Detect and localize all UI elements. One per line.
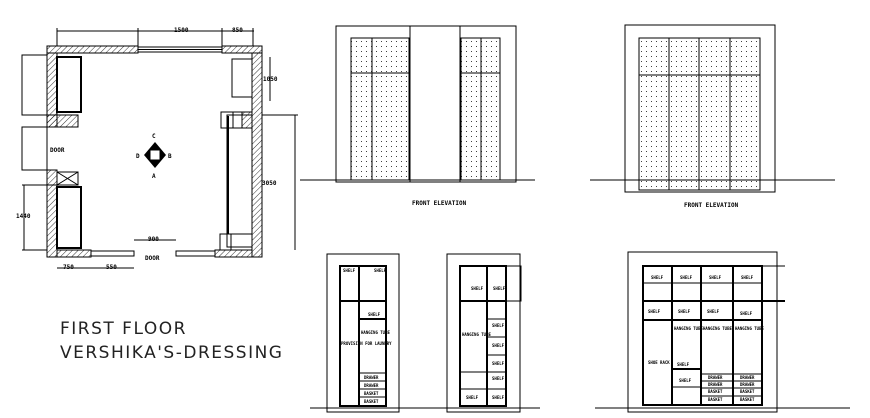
dim-850: 850 — [232, 27, 243, 34]
dim-1440: 1440 — [16, 213, 31, 220]
svg-text:HANGING TUBE: HANGING TUBE — [361, 330, 390, 335]
left-upper-box — [21, 54, 48, 116]
svg-text:BASKET: BASKET — [708, 397, 723, 402]
front-elevation-right: FRONT ELEVATION — [590, 24, 835, 209]
svg-text:SHELF: SHELF — [680, 275, 693, 280]
svg-text:BASKET: BASKET — [740, 389, 755, 394]
front-elevation-label-left: FRONT ELEVATION — [412, 200, 467, 207]
svg-text:SHELF: SHELF — [677, 362, 690, 367]
dim-550: 550 — [106, 264, 117, 271]
internal-elevation-left: SHELF SHELF SHELF HANGING TUBE PROVISION… — [310, 253, 540, 413]
svg-text:BASKET: BASKET — [364, 391, 379, 396]
dim-1500: 1500 — [174, 27, 189, 34]
svg-text:SHOE RACK: SHOE RACK — [648, 360, 670, 365]
svg-text:SHELF: SHELF — [492, 395, 505, 400]
svg-text:SHELF: SHELF — [492, 376, 505, 381]
svg-text:SHELF: SHELF — [343, 268, 356, 273]
floor-plan: DOOR 1500 850 1050 3050 1440 750 550 — [16, 27, 298, 271]
svg-text:HANGING TUBE: HANGING TUBE — [462, 332, 491, 337]
door-left-label: DOOR — [50, 147, 65, 154]
dim-1050: 1050 — [263, 76, 278, 83]
wardrobe-right — [226, 114, 253, 248]
svg-text:SHELF: SHELF — [492, 323, 505, 328]
svg-text:DRAWER: DRAWER — [364, 375, 379, 380]
svg-text:SHELF: SHELF — [466, 395, 479, 400]
svg-text:PROVISION FOR LAUNDRY: PROVISION FOR LAUNDRY — [341, 341, 392, 346]
svg-text:SHELF: SHELF — [648, 309, 661, 314]
compass-icon: C A D B — [136, 133, 172, 180]
svg-text:DRAWER: DRAWER — [740, 382, 755, 387]
door-left-leaf — [21, 126, 48, 171]
door-bottom-label: DOOR — [145, 255, 160, 262]
dimensions: 1500 850 1050 3050 1440 750 550 900 — [16, 27, 298, 271]
svg-text:HANGING TUBE: HANGING TUBE — [703, 326, 732, 331]
svg-text:SHELF: SHELF — [374, 268, 387, 273]
svg-text:C: C — [152, 133, 156, 140]
svg-text:SHELF: SHELF — [651, 275, 664, 280]
svg-text:DRAWER: DRAWER — [364, 383, 379, 388]
svg-text:D: D — [136, 153, 140, 160]
svg-text:SHELF: SHELF — [709, 275, 722, 280]
svg-text:BASKET: BASKET — [740, 397, 755, 402]
svg-text:SHELF: SHELF — [678, 309, 691, 314]
svg-text:DRAWER: DRAWER — [708, 382, 723, 387]
dim-750: 750 — [63, 264, 74, 271]
svg-text:SHELF: SHELF — [740, 311, 753, 316]
svg-text:DRAWER: DRAWER — [740, 375, 755, 380]
svg-text:SHELF: SHELF — [492, 361, 505, 366]
wardrobe-left-lower — [56, 186, 82, 249]
svg-text:DRAWER: DRAWER — [708, 375, 723, 380]
dim-900: 900 — [148, 236, 159, 243]
svg-text:SHELF: SHELF — [679, 378, 692, 383]
svg-text:SHELF: SHELF — [471, 286, 484, 291]
front-elevation-label-right: FRONT ELEVATION — [684, 202, 739, 209]
dim-3050: 3050 — [262, 180, 277, 187]
svg-text:HANGING TUBE: HANGING TUBE — [674, 326, 703, 331]
internal-elevation-right: SHELF SHELF SHELF SHELF SHELF SHELF SHEL… — [595, 251, 850, 413]
drawing-title-line2: VERSHIKA'S-DRESSING — [60, 343, 283, 363]
drawing-title-line1: FIRST FLOOR — [60, 319, 187, 339]
wardrobe-left-upper — [56, 56, 82, 113]
svg-text:HANGING TUBE: HANGING TUBE — [735, 326, 764, 331]
svg-text:SHELF: SHELF — [368, 312, 381, 317]
svg-text:BASKET: BASKET — [708, 389, 723, 394]
svg-text:SHELF: SHELF — [707, 309, 720, 314]
right-small-unit — [231, 58, 253, 98]
svg-text:BASKET: BASKET — [364, 399, 379, 404]
svg-text:A: A — [152, 173, 156, 180]
cross-box — [56, 171, 79, 186]
svg-text:SHELF: SHELF — [493, 286, 506, 291]
svg-text:B: B — [168, 153, 172, 160]
front-elevation-left: FRONT ELEVATION — [300, 25, 535, 207]
svg-text:SHELF: SHELF — [741, 275, 754, 280]
svg-text:SHELF: SHELF — [492, 343, 505, 348]
